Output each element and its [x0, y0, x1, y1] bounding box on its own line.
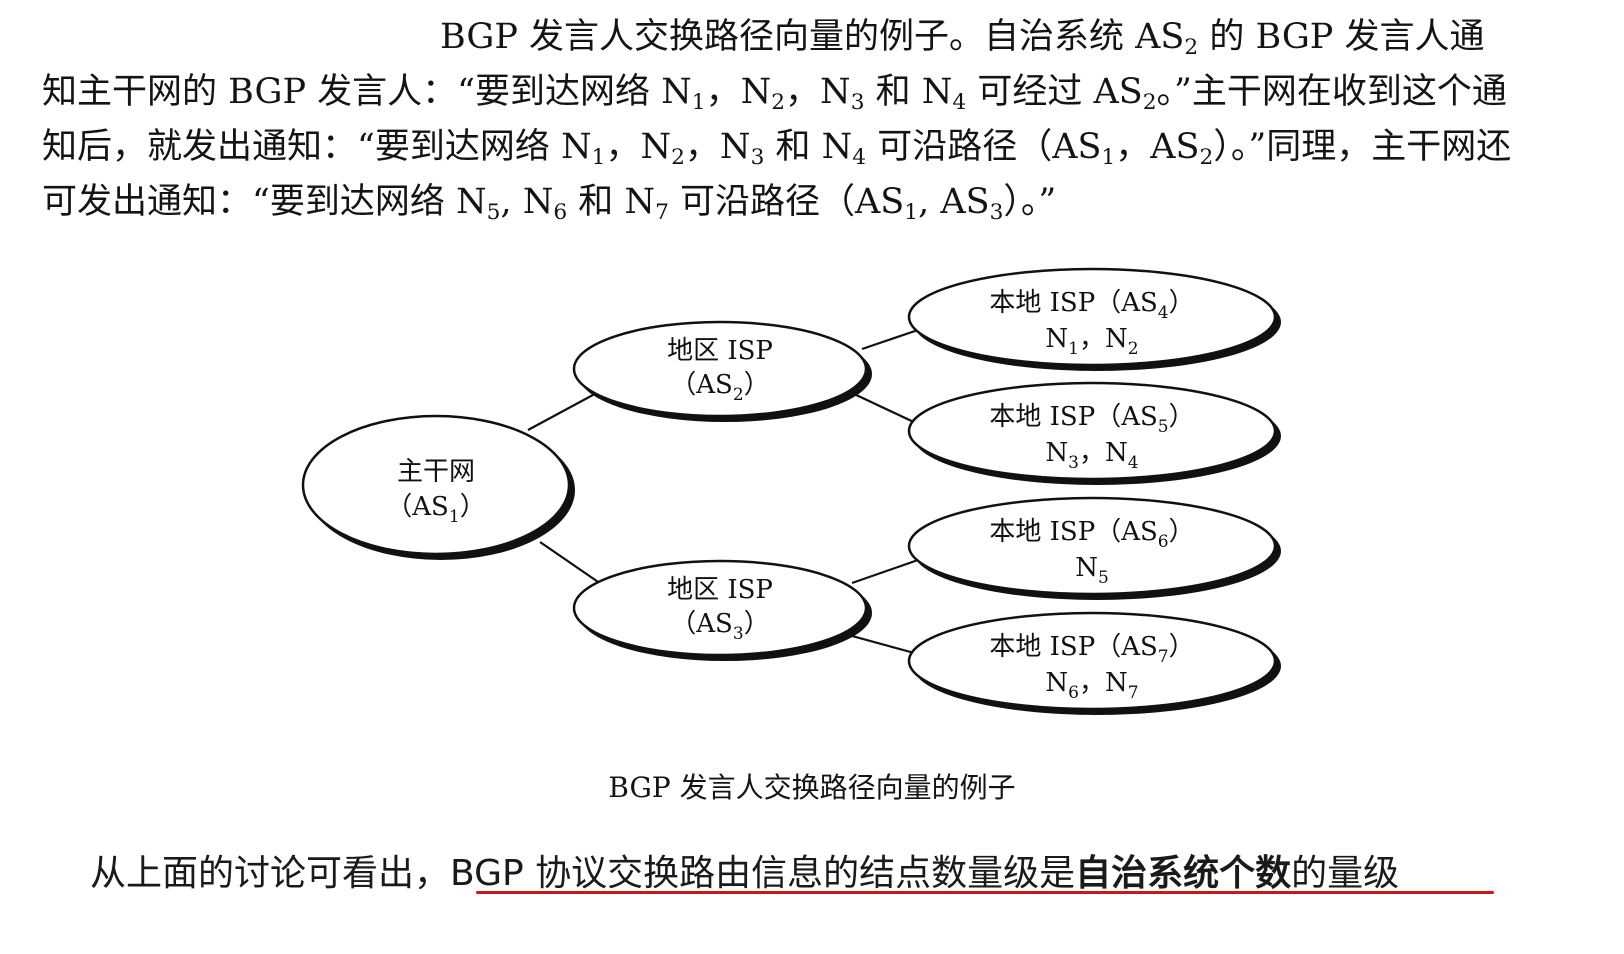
edge-as2-as4 — [861, 328, 919, 351]
text: 可沿路径（AS — [866, 127, 1102, 167]
node-label-as: （AS2） — [670, 370, 769, 405]
edge-as1-as3 — [539, 541, 605, 587]
node-local-as5: 本地 ISP（AS5） N3，N4 — [907, 381, 1281, 485]
subscript: 1 — [591, 145, 606, 171]
subscript: 1 — [1101, 145, 1116, 171]
node-backbone-as1: 主干网 （AS1） — [301, 414, 575, 560]
node-regional-as3: 地区 ISP （AS3） — [572, 559, 872, 661]
subscript: 2 — [771, 90, 786, 116]
text: 可经过 AS — [966, 72, 1143, 112]
note-emphasis: 自治系统个数 — [1075, 853, 1292, 894]
node-label-name: 本地 ISP（AS5） — [989, 402, 1194, 437]
text: ，N — [705, 72, 772, 112]
node-shape — [907, 496, 1277, 596]
node-regional-as2: 地区 ISP （AS2） — [572, 320, 872, 422]
subscript: 2 — [671, 145, 685, 171]
text: 和 N — [567, 182, 656, 222]
edge-as3-as6 — [851, 558, 919, 585]
text: ，N — [684, 127, 751, 167]
text: 和 N — [764, 127, 853, 167]
subscript: 3 — [750, 145, 765, 171]
subscript: 2 — [1199, 145, 1214, 171]
text: 的 BGP 发言人通 — [1198, 17, 1485, 57]
paragraph-line-4: 可发出通知：“要到达网络 N5, N6 和 N7 可沿路径（AS1, AS3）。… — [42, 173, 1056, 224]
node-label-name: 主干网 — [397, 457, 475, 487]
node-local-as6: 本地 ISP（AS6） N5 — [907, 496, 1281, 600]
subscript: 3 — [850, 90, 865, 116]
text: 知主干网的 BGP 发言人：“要到达网络 N — [42, 72, 692, 112]
subscript: 3 — [989, 200, 1004, 226]
node-label-name: 本地 ISP（AS6） — [989, 517, 1194, 552]
text: BGP 发言人交换路径向量的例子。自治系统 AS — [440, 17, 1185, 57]
note-prefix: 从上面的讨论可看出， — [90, 853, 451, 894]
edge-as2-as5 — [851, 392, 919, 425]
node-label-name: 地区 ISP — [667, 575, 773, 605]
node-label-name: 地区 ISP — [667, 336, 773, 366]
subscript: 4 — [952, 90, 967, 116]
node-label-name: 本地 ISP（AS4） — [989, 288, 1194, 323]
text: , N — [500, 182, 554, 222]
text: ，N — [785, 72, 851, 112]
node-shape — [572, 320, 868, 418]
text: 可发出通知：“要到达网络 N — [42, 182, 487, 222]
node-shape — [907, 267, 1277, 367]
subscript: 1 — [691, 90, 706, 116]
edge-as1-as2 — [527, 388, 605, 431]
edge-as3-as7 — [851, 634, 919, 656]
node-local-as4: 本地 ISP（AS4） N1，N2 — [907, 267, 1281, 371]
node-label-as: （AS1） — [386, 492, 485, 527]
node-shape — [301, 414, 571, 556]
note-middle: BGP 协议交换路由信息的结点数量级是 — [450, 853, 1076, 894]
text: ，AS — [1115, 127, 1200, 167]
paragraph-line-2: 知主干网的 BGP 发言人：“要到达网络 N1，N2，N3 和 N4 可经过 A… — [42, 63, 1507, 114]
text: 可沿路径（AS — [668, 182, 905, 222]
node-shape — [907, 381, 1277, 481]
text: 。”主干网在收到这个通 — [1156, 72, 1507, 112]
node-local-as7: 本地 ISP（AS7） N6，N7 — [907, 611, 1281, 715]
node-label-networks: N1，N2 — [1045, 324, 1138, 359]
node-label-name: 本地 ISP（AS7） — [989, 632, 1194, 667]
subscript: 7 — [655, 200, 669, 226]
note-suffix: 的量级 — [1291, 853, 1400, 894]
subscript: 2 — [1184, 35, 1199, 61]
node-shape — [572, 559, 868, 657]
figure-caption: BGP 发言人交换路径向量的例子 — [608, 771, 1016, 804]
subscript: 2 — [1142, 90, 1157, 116]
text: ）。” — [1003, 182, 1057, 222]
red-underline — [476, 891, 1494, 894]
text: , AS — [918, 182, 990, 222]
node-label-as: （AS3） — [670, 609, 769, 644]
node-shape — [907, 611, 1277, 711]
node-label-networks: N5 — [1075, 553, 1109, 588]
subscript: 5 — [486, 200, 501, 226]
subscript: 6 — [553, 200, 568, 226]
text: 和 N — [864, 72, 953, 112]
paragraph-line-3: 知后，就发出通知：“要到达网络 N1，N2，N3 和 N4 可沿路径（AS1，A… — [42, 118, 1511, 169]
summary-note: 从上面的讨论可看出，BGP 协议交换路由信息的结点数量级是自治系统个数的量级 — [90, 844, 1399, 896]
node-label-networks: N6，N7 — [1045, 668, 1138, 703]
text: 知后，就发出通知：“要到达网络 N — [42, 127, 592, 167]
subscript: 4 — [852, 145, 867, 171]
subscript: 1 — [904, 200, 919, 226]
paragraph-line-1: BGP 发言人交换路径向量的例子。自治系统 AS2 的 BGP 发言人通 — [440, 8, 1484, 59]
text: ，N — [605, 127, 672, 167]
text: ）。”同理，主干网还 — [1213, 127, 1512, 167]
node-label-networks: N3，N4 — [1045, 438, 1138, 473]
